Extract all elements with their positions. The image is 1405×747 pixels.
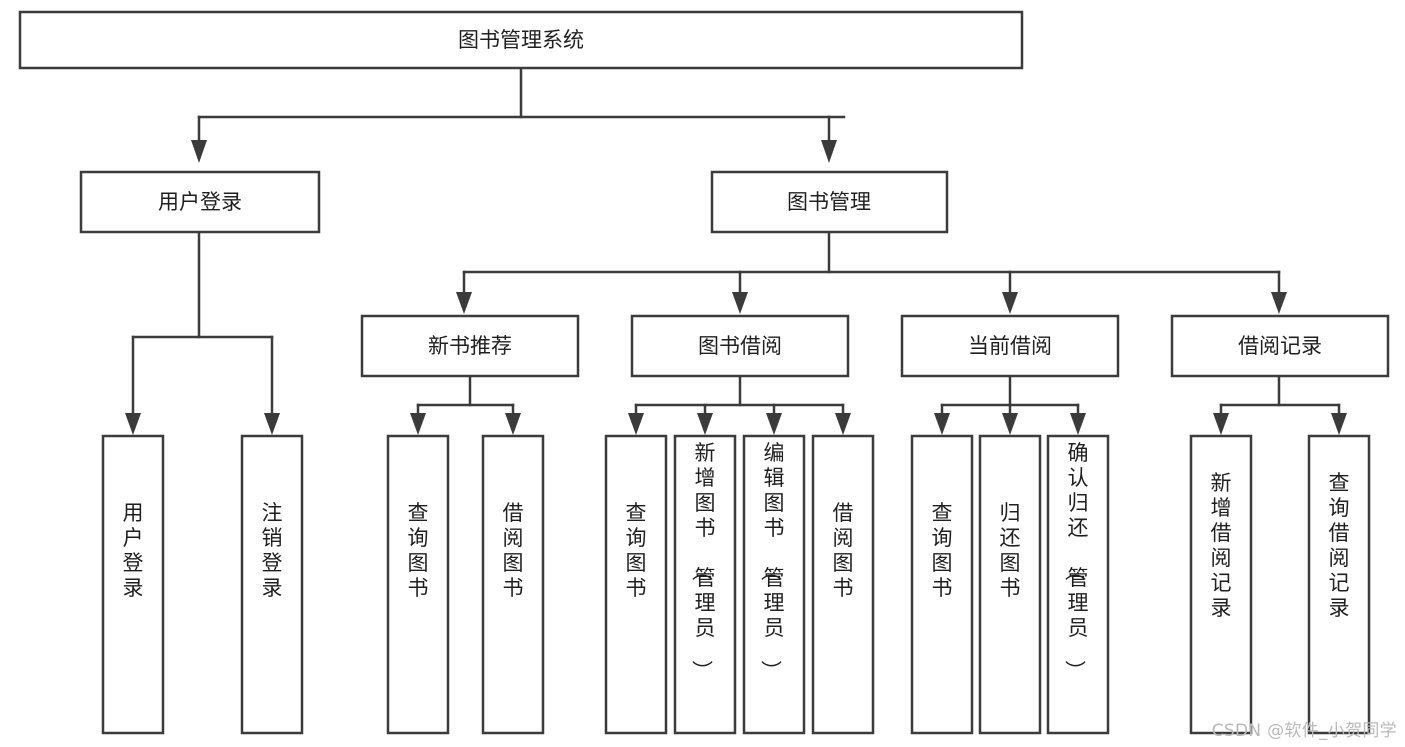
leaf-node[interactable]: 查询图书 <box>910 434 974 735</box>
arrow-head-bookmanage-4 <box>1271 292 1287 314</box>
arrow-head-bookmanage-2 <box>732 292 748 314</box>
leaf-label-6: 编辑图书（管理员） <box>759 441 785 681</box>
leaf-label-12: 查询借阅记录 <box>1329 471 1350 620</box>
leaf-node[interactable]: 借阅图书 <box>481 434 545 735</box>
arrow-head-bookborrow-2 <box>697 413 713 435</box>
leaf-node[interactable]: 查询图书 <box>604 434 668 735</box>
arrow-head-bookmanage-1 <box>456 292 472 314</box>
leaf-box-0[interactable] <box>101 434 165 735</box>
node-book-manage-box[interactable] <box>710 170 949 234</box>
node-borrow-record-label: 借阅记录 <box>1238 334 1322 358</box>
leaf-node[interactable]: 查询图书 <box>386 434 450 735</box>
leaf-label-4: 查询图书 <box>626 501 647 600</box>
arrow-head-bookmanage-3 <box>1002 292 1018 314</box>
arrow-head-borrowrecord-1 <box>1213 413 1229 435</box>
leaf-box-2[interactable] <box>386 434 450 735</box>
node-new-book-recommend-box[interactable] <box>360 314 580 378</box>
leaf-box-1[interactable] <box>240 434 304 735</box>
node-root[interactable]: 图书管理系统 <box>18 10 1024 70</box>
arrow-head-userlogin-2 <box>264 413 280 435</box>
node-current-borrow-label: 当前借阅 <box>968 334 1052 358</box>
leaf-box-5[interactable] <box>673 434 737 735</box>
connector-group-book-manage <box>456 230 1287 314</box>
leaf-node[interactable]: 新增借阅记录 <box>1189 434 1253 735</box>
leaf-label-3: 借阅图书 <box>503 501 524 600</box>
leaf-label-11: 新增借阅记录 <box>1211 471 1232 620</box>
leaf-node[interactable]: 查询借阅记录 <box>1307 434 1371 735</box>
node-book-borrow-label: 图书借阅 <box>698 334 782 358</box>
arrow-head-bookborrow-1 <box>628 413 644 435</box>
leaf-node[interactable]: 借阅图书 <box>811 434 875 735</box>
leaf-node[interactable]: 编辑图书（管理员） <box>742 434 806 735</box>
connector-group-user-login <box>125 230 280 435</box>
node-new-book-recommend-label: 新书推荐 <box>428 334 512 358</box>
connector-group-current-borrow <box>934 374 1086 435</box>
connector-group-new-book <box>410 374 521 435</box>
node-book-manage-label: 图书管理 <box>787 190 871 214</box>
node-root-label: 图书管理系统 <box>458 28 584 52</box>
node-current-borrow[interactable]: 当前借阅 <box>900 314 1120 378</box>
leaf-label-9: 归还图书 <box>1000 501 1021 600</box>
leaf-box-12[interactable] <box>1307 434 1371 735</box>
arrow-head-bookborrow-3 <box>766 413 782 435</box>
connector-group-borrow-record <box>1213 374 1347 435</box>
arrow-head-currentborrow-2 <box>1002 413 1018 435</box>
arrow-head-currentborrow-3 <box>1070 413 1086 435</box>
arrow-head-currentborrow-1 <box>934 413 950 435</box>
arrow-head-newbook-2 <box>505 413 521 435</box>
arrow-head-newbook-1 <box>410 413 426 435</box>
leaf-box-11[interactable] <box>1189 434 1253 735</box>
node-borrow-record[interactable]: 借阅记录 <box>1170 314 1390 378</box>
leaf-label-2: 查询图书 <box>408 501 429 600</box>
leaf-box-8[interactable] <box>910 434 974 735</box>
node-user-login-label: 用户登录 <box>158 190 242 214</box>
arrow-head-root-1 <box>191 140 207 163</box>
leaf-box-10[interactable] <box>1046 434 1110 735</box>
leaf-node[interactable]: 确认归还（管理员） <box>1046 434 1110 735</box>
node-root-box[interactable] <box>18 10 1024 70</box>
node-book-borrow-box[interactable] <box>630 314 850 378</box>
arrow-head-userlogin-1 <box>125 413 141 435</box>
connector-group-book-borrow <box>628 374 851 435</box>
leaf-box-3[interactable] <box>481 434 545 735</box>
leaf-label-5: 新增图书（管理员） <box>690 441 716 681</box>
leaf-label-0: 用户登录 <box>123 501 144 600</box>
leaf-node[interactable]: 用户登录 <box>101 434 165 735</box>
leaf-label-10: 确认归还（管理员） <box>1063 441 1089 681</box>
leaf-label-8: 查询图书 <box>932 501 953 600</box>
node-book-manage[interactable]: 图书管理 <box>710 170 949 234</box>
leaf-box-9[interactable] <box>978 434 1042 735</box>
node-user-login[interactable]: 用户登录 <box>79 170 321 234</box>
leaf-box-4[interactable] <box>604 434 668 735</box>
connector-group-root <box>191 66 846 163</box>
leaf-node[interactable]: 注销登录 <box>240 434 304 735</box>
arrow-head-bookborrow-4 <box>835 413 851 435</box>
arrow-head-root-2 <box>821 140 837 163</box>
leaf-label-7: 借阅图书 <box>833 501 854 600</box>
node-current-borrow-box[interactable] <box>900 314 1120 378</box>
leaf-label-1: 注销登录 <box>262 501 283 600</box>
node-book-borrow[interactable]: 图书借阅 <box>630 314 850 378</box>
node-new-book-recommend[interactable]: 新书推荐 <box>360 314 580 378</box>
arrow-head-borrowrecord-2 <box>1331 413 1347 435</box>
node-user-login-box[interactable] <box>79 170 321 234</box>
leaf-box-7[interactable] <box>811 434 875 735</box>
leaf-box-6[interactable] <box>742 434 806 735</box>
leaf-node[interactable]: 新增图书（管理员） <box>673 434 737 735</box>
node-borrow-record-box[interactable] <box>1170 314 1390 378</box>
leaf-node[interactable]: 归还图书 <box>978 434 1042 735</box>
